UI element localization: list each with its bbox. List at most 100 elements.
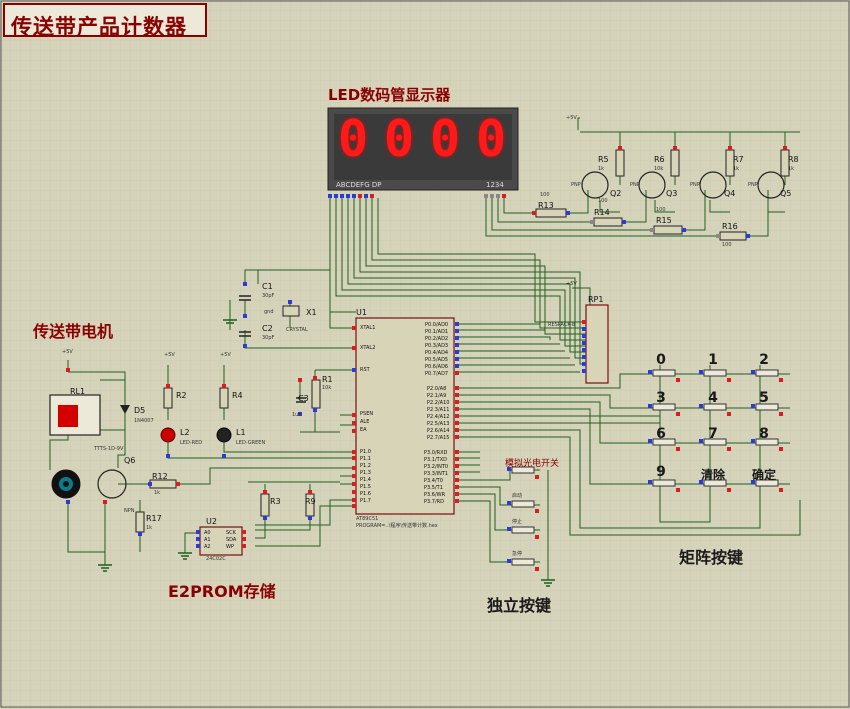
r6-val: 10k [654, 166, 664, 172]
pin-p02: P0.2/AD2 [425, 336, 449, 342]
r2-ref: R2 [176, 391, 187, 400]
switch-stop[interactable]: 停止 [512, 519, 523, 525]
l1-ref: L1 [236, 428, 246, 437]
eeprom-label: E2PROM存储 [168, 582, 276, 601]
u1-program: PROGRAM=..\程序\传送带计数.hex [356, 523, 438, 529]
pin-p12: P1.2 [360, 463, 371, 469]
r7-val: 1k [733, 166, 740, 172]
q4-ref: Q4 [724, 189, 736, 198]
switch-estop[interactable]: 急停 [512, 551, 523, 557]
u2-ref: U2 [206, 517, 217, 526]
r6-ref: R6 [654, 155, 665, 164]
r8-val: 1k [788, 166, 795, 172]
pin-p15: P1.5 [360, 484, 371, 490]
r3-ref: R3 [270, 497, 281, 506]
key-confirm[interactable]: 确定 [751, 468, 776, 482]
r1-ref: R1 [322, 375, 333, 384]
pin-ea: EA [360, 427, 367, 433]
r7-ref: R7 [733, 155, 744, 164]
pin-p21: P2.1/A9 [427, 393, 447, 399]
gnd-label: gnd [264, 309, 274, 315]
q3-type: PNP [630, 182, 640, 188]
x1-ref: X1 [306, 308, 317, 317]
matrix-keys-label: 矩阵按键 [679, 548, 744, 567]
key-clear[interactable]: 清除 [700, 468, 725, 482]
pin-p30: P3.0/RXD [424, 450, 448, 456]
independent-keys-label: 独立按键 [487, 596, 552, 615]
q2-ref: Q2 [610, 189, 622, 198]
q4-type: PNP [690, 182, 700, 188]
pin-p26: P2.6/A14 [427, 428, 450, 434]
l1-part: LED-GREEN [236, 440, 266, 446]
led-digit-3: 0 [430, 110, 461, 168]
pin-p14: P1.4 [360, 477, 371, 483]
key-3[interactable]: 3 [656, 390, 666, 406]
pin-p17: P1.7 [360, 498, 371, 504]
pin-xtal1: XTAL1 [360, 325, 376, 331]
key-7[interactable]: 7 [708, 426, 718, 442]
key-8[interactable]: 8 [759, 426, 769, 442]
u1-chip [355, 317, 455, 515]
c2-val: 30pF [262, 335, 275, 341]
rp1-vcc: +5V [566, 281, 577, 287]
pin-p35: P3.5/T1 [424, 485, 443, 491]
pin-p05: P0.5/AD5 [425, 357, 449, 363]
key-9[interactable]: 9 [656, 464, 666, 480]
q5-type: PNP [748, 182, 758, 188]
key-0[interactable]: 0 [656, 352, 666, 368]
pin-p34: P3.4/T0 [424, 478, 443, 484]
r12-val: 1k [154, 490, 161, 496]
pin-p11: P1.1 [360, 456, 371, 462]
u1-part: AT89C51 [356, 516, 379, 522]
r14-val: 100 [598, 198, 608, 204]
pin-p37: P3.7/RD [424, 499, 444, 505]
u2-pin-a1: A1 [204, 537, 211, 543]
key-2[interactable]: 2 [759, 352, 769, 368]
pin-xtal2: XTAL2 [360, 345, 376, 351]
r1-val: 10k [322, 385, 332, 391]
key-5[interactable]: 5 [759, 390, 769, 406]
rp1-part: RESPACK-8 [548, 322, 576, 328]
d5-part: 1N4007 [134, 418, 154, 424]
led-digit-1: 0 [338, 110, 369, 168]
q2-type: PNP [571, 182, 581, 188]
q5-ref: Q5 [780, 189, 792, 198]
c3-val: 1uF [292, 412, 302, 418]
pin-rst: RST [360, 367, 370, 373]
pin-p27: P2.7/A15 [427, 435, 450, 441]
key-1[interactable]: 1 [708, 352, 718, 368]
pin-p04: P0.4/AD4 [425, 350, 449, 356]
segment-pin-label: ABCDEFG DP [336, 181, 382, 189]
pin-p16: P1.6 [360, 491, 371, 497]
pin-p07: P0.7/AD7 [425, 371, 449, 377]
pnp-vcc: +5V [566, 115, 577, 121]
pin-p24: P2.4/A12 [427, 414, 450, 420]
pin-p33: P3.3/INT1 [424, 471, 449, 477]
pin-p03: P0.3/AD3 [425, 343, 449, 349]
switch-start[interactable]: 启动 [512, 493, 523, 499]
pin-p23: P2.3/A11 [427, 407, 450, 413]
l2-vcc: +5V [164, 352, 175, 358]
l2-ref: L2 [180, 428, 190, 437]
key-6[interactable]: 6 [656, 426, 666, 442]
q6-ref: Q6 [124, 456, 136, 465]
motor-label: 传送带电机 [33, 322, 114, 341]
digit-pin-label: 1234 [486, 181, 504, 189]
u2-pin-sck: SCK [226, 530, 236, 536]
l1-vcc: +5V [220, 352, 231, 358]
r15-ref: R15 [656, 216, 672, 225]
q3-ref: Q3 [666, 189, 678, 198]
r16-val: 100 [722, 242, 732, 248]
pin-p32: P3.2/INT0 [424, 464, 449, 470]
u2-part: 24C02C [206, 556, 226, 562]
pin-p20: P2.0/A8 [427, 386, 447, 392]
pin-p22: P2.2/A10 [427, 400, 450, 406]
c1-ref: C1 [262, 282, 273, 291]
photo-switch-label: 模拟光电开关 [505, 459, 560, 469]
key-4[interactable]: 4 [708, 390, 718, 406]
pin-p06: P0.6/AD6 [425, 364, 449, 370]
led-digit-4: 0 [476, 110, 507, 168]
u2-pin-wp: WP [226, 544, 234, 550]
c1-val: 30pF [262, 293, 275, 299]
